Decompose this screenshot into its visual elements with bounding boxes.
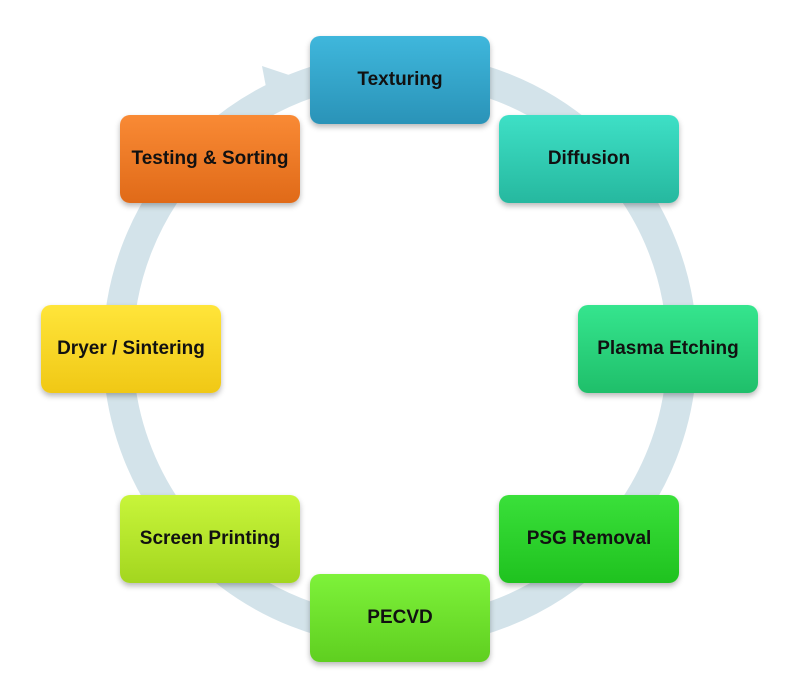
step-plasma-etching: Plasma Etching [578, 305, 758, 393]
step-psg-removal-label: PSG Removal [526, 528, 652, 549]
step-testing-sorting-label: Testing & Sorting [131, 148, 289, 169]
step-texturing-label: Texturing [357, 69, 443, 90]
step-diffusion: Diffusion [499, 115, 679, 203]
step-pecvd-label: PECVD [367, 607, 433, 628]
step-plasma-etching-label: Plasma Etching [597, 338, 739, 359]
step-diffusion-label: Diffusion [547, 148, 631, 169]
step-dryer-sintering: Dryer / Sintering [41, 305, 221, 393]
step-dryer-sintering-label: Dryer / Sintering [57, 338, 205, 359]
step-screen-printing: Screen Printing [120, 495, 300, 583]
step-texturing: Texturing [310, 36, 490, 124]
step-pecvd: PECVD [310, 574, 490, 662]
step-psg-removal: PSG Removal [499, 495, 679, 583]
step-screen-printing-label: Screen Printing [139, 528, 281, 549]
step-testing-sorting: Testing & Sorting [120, 115, 300, 203]
